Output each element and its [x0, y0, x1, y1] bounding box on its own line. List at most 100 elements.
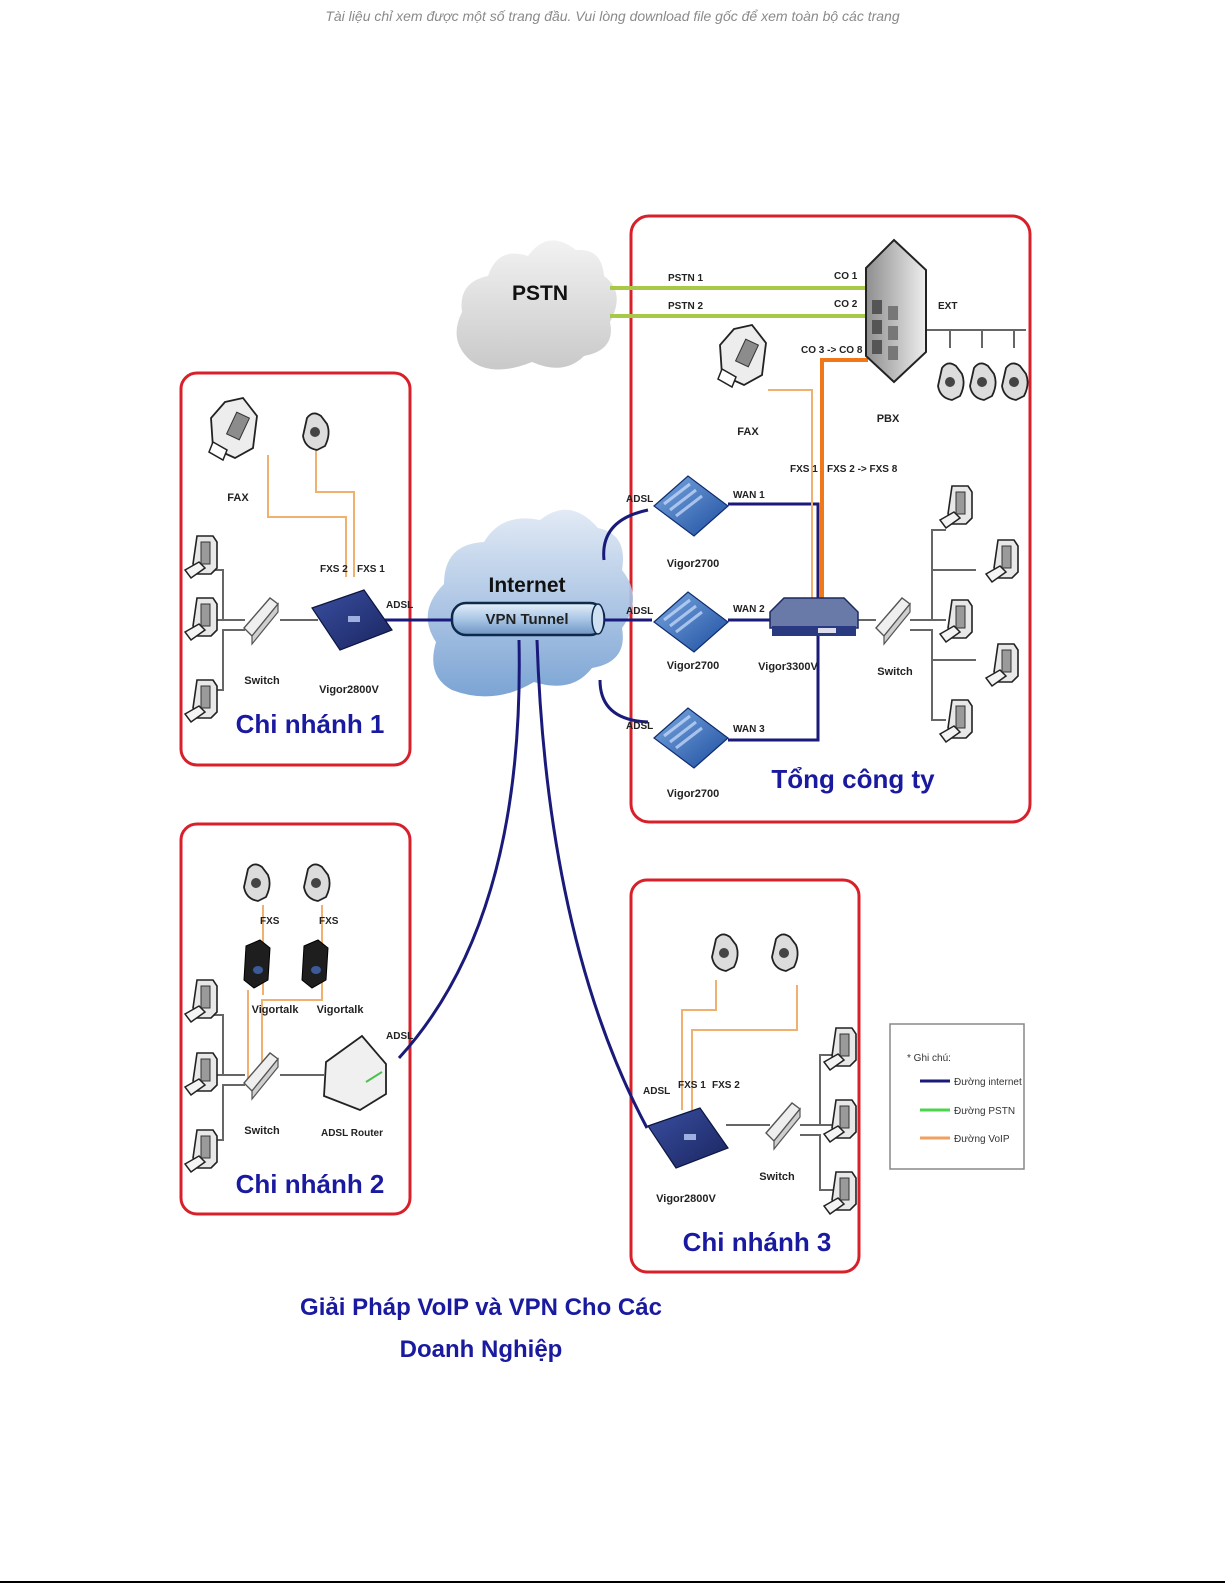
vigortalk-icon	[243, 939, 271, 989]
hq-fxs1-label: FXS 1	[790, 464, 818, 475]
internet-cloud: Internet VPN Tunnel	[427, 509, 633, 697]
wan3-label: WAN 3	[733, 724, 765, 735]
hq-devices: PBX EXT FAX FXS 1 FXS 2 -> FXS 8 ADSL AD…	[626, 238, 1029, 800]
ext-label: EXT	[938, 301, 957, 312]
hq-adsl3-label: ADSL	[626, 721, 653, 732]
legend-item-pstn: Đường PSTN	[954, 1106, 1015, 1117]
hq-phone-icon	[1001, 362, 1029, 401]
router3-label: Vigor2700	[667, 788, 719, 800]
branch2-frame	[179, 822, 412, 1216]
branch3: FXS 1 FXS 2 ADSL Vigor2800V Switch Chi n…	[643, 933, 857, 1257]
co2-label: CO 2	[834, 299, 858, 310]
branch1-pc-icon	[184, 535, 218, 579]
branch3-fxs1-label: FXS 1	[678, 1080, 706, 1091]
branch3-switch-label: Switch	[759, 1171, 795, 1183]
branch1-router-label: Vigor2800V	[319, 684, 379, 696]
branch2-fxs-label: FXS	[319, 916, 339, 927]
legend-item-internet: Đường internet	[954, 1077, 1022, 1088]
branch1: FAX FXS 2 FXS 1 ADSL Vigor2800V Switch C…	[184, 397, 413, 739]
hq-frame	[629, 214, 1032, 824]
branch1-phone-icon	[302, 412, 330, 451]
vigor2800v-icon	[647, 1107, 729, 1169]
branch2-fxs-label: FXS	[260, 916, 280, 927]
hq-phone-icon	[969, 362, 997, 401]
legend-title: * Ghi chú:	[907, 1053, 951, 1064]
branch3-frame	[629, 878, 861, 1274]
branch1-pc-icon	[184, 597, 218, 641]
caption-line1: Giải Pháp VoIP và VPN Cho Các	[300, 1294, 662, 1321]
hq-phone-icon	[937, 362, 965, 401]
branch1-pc-icon	[184, 679, 218, 723]
vigor2800v-icon	[311, 589, 393, 651]
branch2: FXS FXS Vigortalk Vigortalk ADSL ADSL Ro…	[184, 863, 413, 1199]
vpn-tunnel-label: VPN Tunnel	[485, 611, 568, 628]
hq-pc-icon	[939, 485, 973, 529]
branch3-pc-icon	[823, 1027, 857, 1071]
co1-label: CO 1	[834, 271, 858, 282]
adsl-router-icon	[323, 1034, 387, 1112]
vigortalk-icon	[301, 939, 329, 989]
hq-fax-label: FAX	[737, 426, 759, 438]
pstn-lines: PSTN 1 PSTN 2 CO 1 CO 2 CO 3 -> CO 8	[610, 271, 866, 356]
caption-line2: Doanh Nghiệp	[400, 1336, 563, 1363]
lan-lines	[211, 329, 1026, 1191]
hq-pc-icon	[985, 539, 1019, 583]
vigor3300v-icon	[769, 597, 859, 636]
legend-item-voip: Đường VoIP	[954, 1134, 1010, 1145]
internet-lines	[384, 502, 820, 1129]
branch1-fxs2-label: FXS 2	[320, 564, 348, 575]
preview-notice: Tài liệu chỉ xem được một số trang đầu. …	[325, 8, 900, 24]
hq-fax-icon	[717, 324, 767, 388]
branch1-fxs1-label: FXS 1	[357, 564, 385, 575]
branch2-pc-icon	[184, 1052, 218, 1096]
branch1-fax-label: FAX	[227, 492, 249, 504]
router-icon	[652, 590, 730, 654]
hq-fxs2-8-label: FXS 2 -> FXS 8	[827, 464, 898, 475]
pstn2-label: PSTN 2	[668, 301, 703, 312]
branch3-pc-icon	[823, 1171, 857, 1215]
branch2-pc-icon	[184, 979, 218, 1023]
branch3-pc-icon	[823, 1099, 857, 1143]
branch2-adapter1-label: Vigortalk	[252, 1004, 300, 1016]
branch3-fxs2-label: FXS 2	[712, 1080, 740, 1091]
router-icon	[652, 706, 730, 770]
hq-pc-icon	[985, 643, 1019, 687]
hq-name: Tổng công ty	[771, 764, 935, 794]
hq-adsl1-label: ADSL	[626, 494, 653, 505]
pstn1-label: PSTN 1	[668, 273, 703, 284]
branch2-adsl-label: ADSL	[386, 1031, 413, 1042]
branch3-phone-icon	[771, 933, 799, 972]
branch3-router-label: Vigor2800V	[656, 1193, 716, 1205]
hq-switch-icon	[875, 597, 911, 645]
branch1-fax-icon	[208, 397, 258, 461]
branch3-name: Chi nhánh 3	[683, 1227, 832, 1257]
branch1-switch-label: Switch	[244, 675, 280, 687]
page-bottom-rule	[0, 1581, 1225, 1583]
branch3-phone-icon	[711, 933, 739, 972]
hq-adsl2-label: ADSL	[626, 606, 653, 617]
pbx-icon	[865, 238, 927, 384]
router1-label: Vigor2700	[667, 558, 719, 570]
branch2-pc-icon	[184, 1129, 218, 1173]
vigor3300v-label: Vigor3300V	[758, 661, 818, 673]
wan2-label: WAN 2	[733, 604, 765, 615]
branch1-frame	[179, 371, 412, 767]
branch2-phone-icon	[243, 863, 271, 902]
hq-switch-label: Switch	[877, 666, 913, 678]
branch1-adsl-label: ADSL	[386, 600, 413, 611]
branch3-adsl-label: ADSL	[643, 1086, 670, 1097]
branch2-switch-label: Switch	[244, 1125, 280, 1137]
legend: * Ghi chú: Đường internet Đường PSTN Đườ…	[889, 1023, 1025, 1170]
branch2-router-label: ADSL Router	[321, 1128, 383, 1139]
wan1-label: WAN 1	[733, 490, 765, 501]
router2-label: Vigor2700	[667, 660, 719, 672]
internet-label: Internet	[488, 574, 565, 597]
router-icon	[652, 474, 730, 538]
branch2-adapter2-label: Vigortalk	[317, 1004, 365, 1016]
branch3-switch-icon	[765, 1102, 801, 1150]
branch1-switch-icon	[243, 597, 279, 645]
co3-8-label: CO 3 -> CO 8	[801, 345, 863, 356]
branch1-name: Chi nhánh 1	[236, 709, 385, 739]
branch2-name: Chi nhánh 2	[236, 1169, 385, 1199]
